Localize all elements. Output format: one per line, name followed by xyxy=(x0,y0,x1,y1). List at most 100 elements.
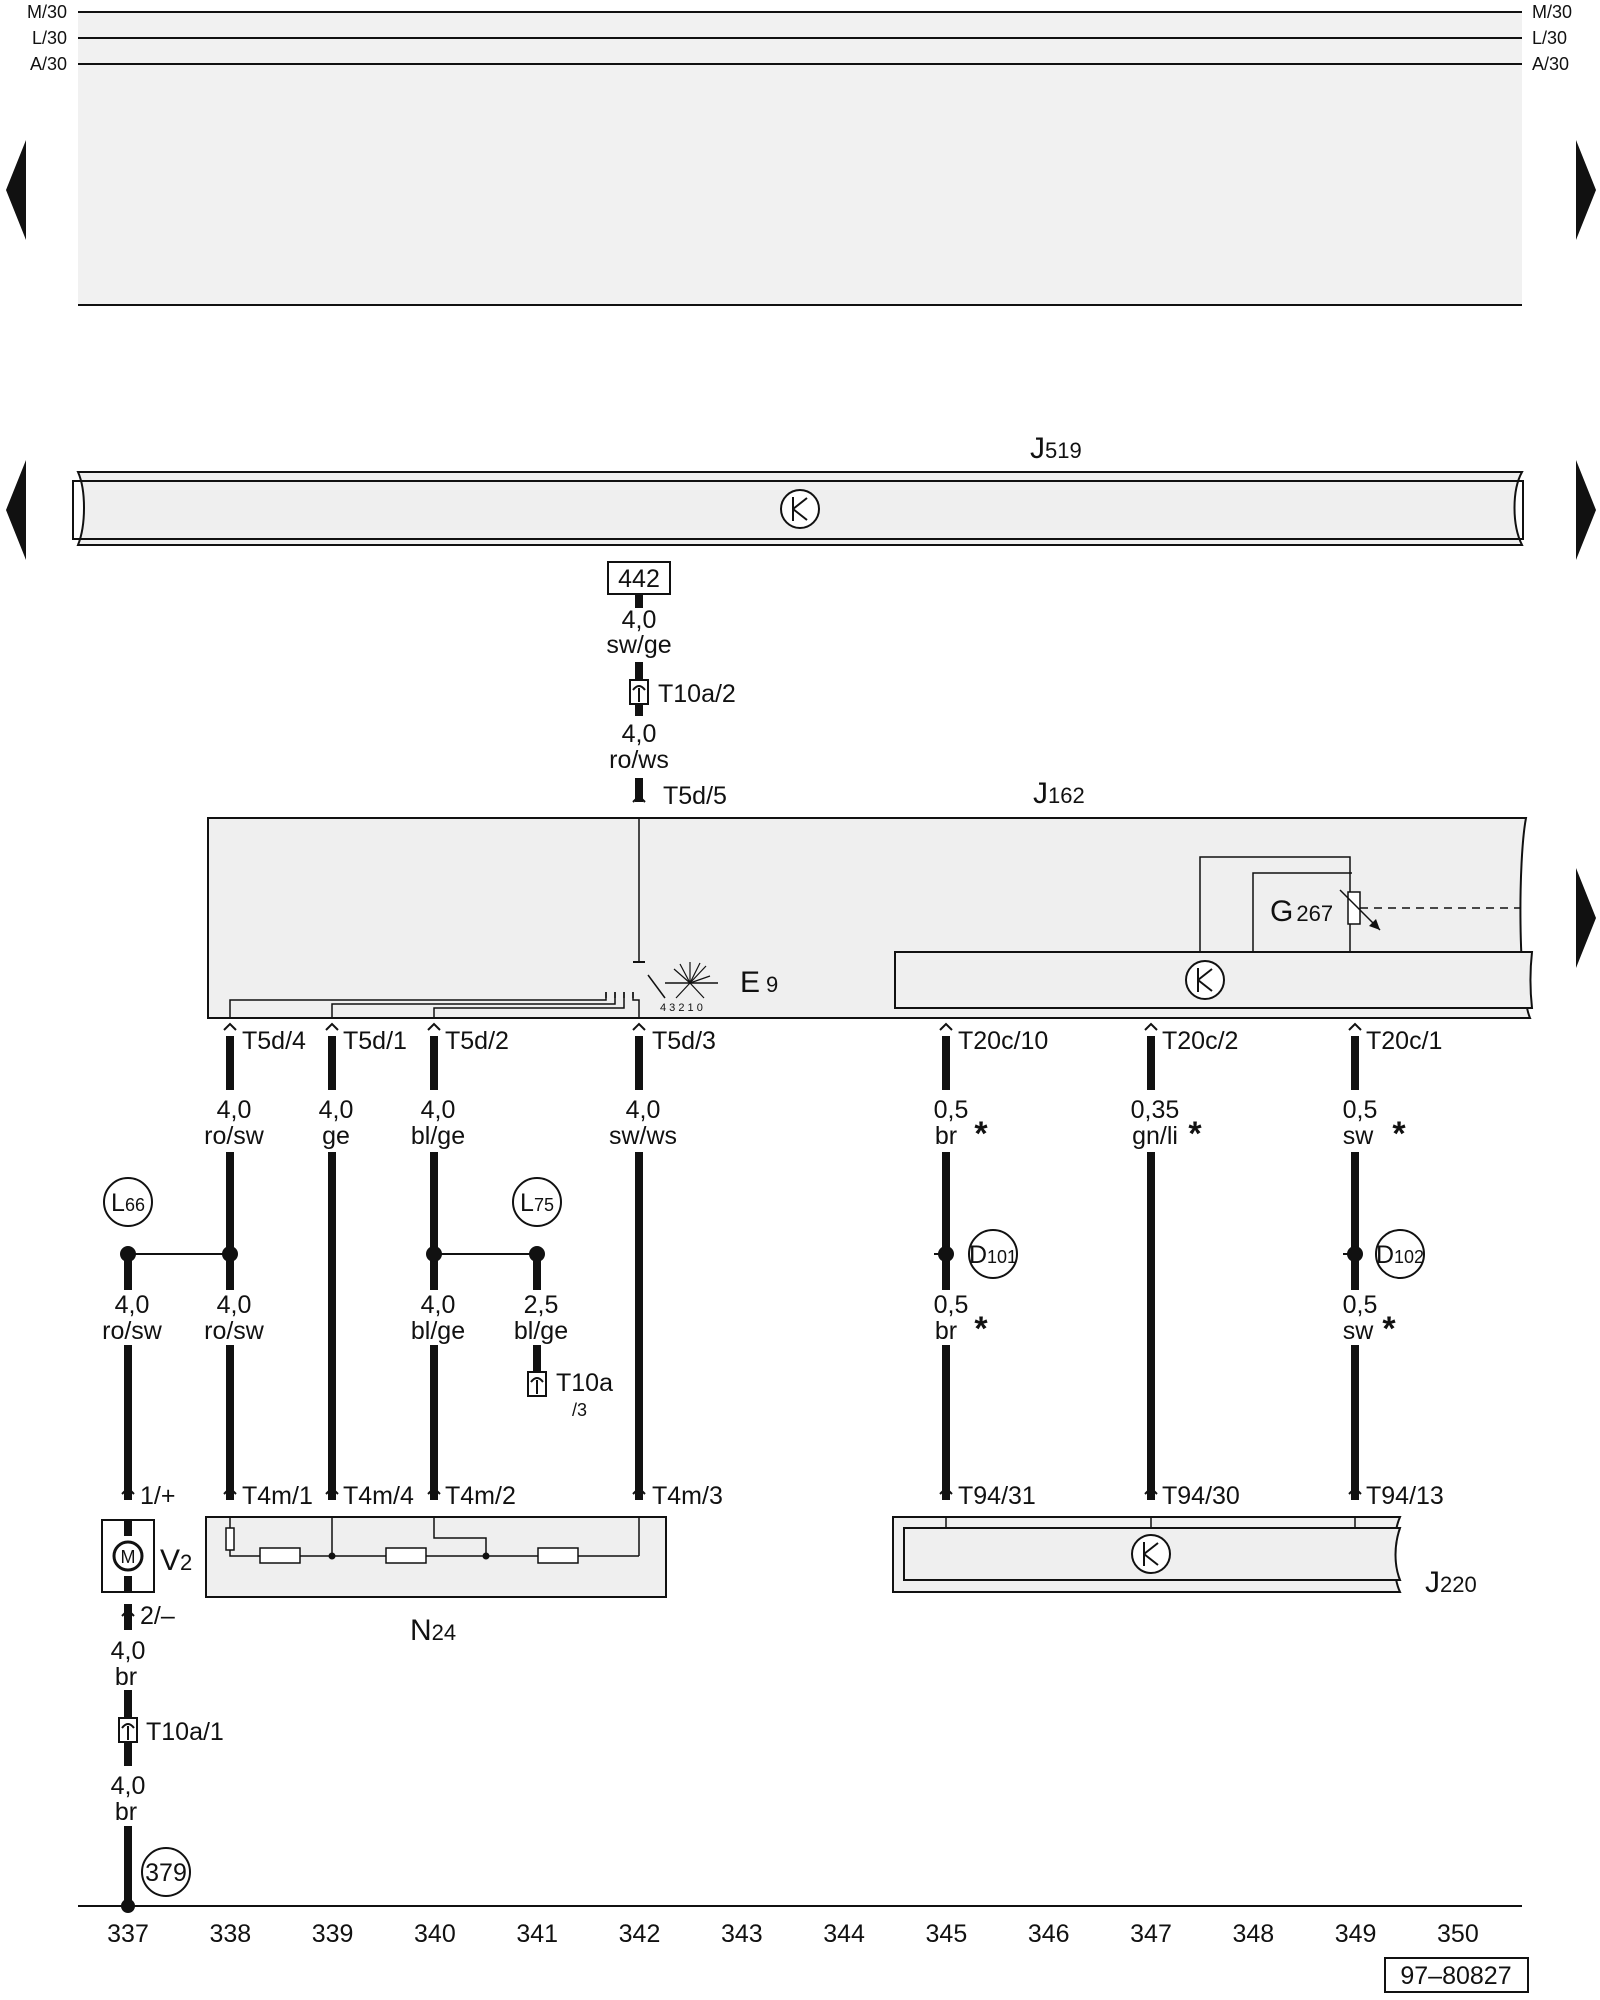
ground-path-337: 4,0 br T10a/1 4,0 br 379 xyxy=(111,1604,224,1913)
pin-arrow-icon xyxy=(1348,1022,1362,1031)
continue-left-arrow-icon xyxy=(6,140,26,240)
wire-track-345: 0,5 br * 0,5 br * xyxy=(934,1036,988,1500)
continue-right-arrow-icon xyxy=(1576,140,1596,240)
wire-size: 0,5 xyxy=(1343,1291,1378,1319)
pin-arrow-icon xyxy=(939,1022,953,1031)
connector-t4m-1: T4m/1 xyxy=(242,1482,313,1510)
v2-pin-pos: 1/+ xyxy=(140,1482,175,1510)
wire-color: bl/ge xyxy=(411,1122,465,1150)
n24-label: N24 xyxy=(410,1614,456,1647)
connector-t94-13: T94/13 xyxy=(1366,1482,1444,1510)
wire-color: ro/ws xyxy=(609,746,669,774)
track-number: 341 xyxy=(516,1920,558,1948)
branch-l66: L66 4,0 ro/sw xyxy=(102,1177,238,1500)
connection-d101: D101 xyxy=(968,1229,1018,1279)
figure-id: 97–80827 xyxy=(1400,1962,1511,1990)
svg-text:L75: L75 xyxy=(520,1189,554,1217)
e9-scale: 4 3 2 1 0 xyxy=(660,1002,703,1014)
asterisk: * xyxy=(974,1310,988,1348)
wire-size: 0,5 xyxy=(934,1291,969,1319)
connector-t4m-4: T4m/4 xyxy=(343,1482,414,1510)
series-resistor-n24: N24 xyxy=(205,1516,667,1647)
motor-icon: M xyxy=(121,1547,136,1567)
wire-color: bl/ge xyxy=(411,1317,465,1345)
j519-label: J519 xyxy=(1030,432,1082,465)
wire-size: 4,0 xyxy=(217,1291,252,1319)
track-number: 349 xyxy=(1335,1920,1377,1948)
pin-arrow-icon xyxy=(223,1022,237,1031)
j220-label: J220 xyxy=(1425,1566,1477,1599)
track-number: 347 xyxy=(1130,1920,1172,1948)
track-number: 345 xyxy=(926,1920,968,1948)
wire-size: 0,5 xyxy=(934,1096,969,1124)
wire-size: 4,0 xyxy=(115,1291,150,1319)
track-number: 350 xyxy=(1437,1920,1479,1948)
connector-t94-30: T94/30 xyxy=(1162,1482,1240,1510)
wire-size: 4,0 xyxy=(217,1096,252,1124)
connector-t4m-2: T4m/2 xyxy=(445,1482,516,1510)
pin-arrow-icon xyxy=(1144,1022,1158,1031)
figure-id-box: 97–80827 xyxy=(1384,1957,1529,1993)
wire-size: 4,0 xyxy=(421,1096,456,1124)
wire-color: br xyxy=(115,1798,137,1826)
wire-size: 4,0 xyxy=(111,1637,146,1665)
v2-label: V2 xyxy=(160,1544,192,1577)
bus-label-m30-right: M/30 xyxy=(1532,2,1572,22)
continue-right-arrow-icon xyxy=(1576,460,1596,560)
wire-size: 0,5 xyxy=(1343,1096,1378,1124)
svg-text:L66: L66 xyxy=(111,1189,145,1217)
svg-text:D102: D102 xyxy=(1376,1241,1424,1269)
track-number: 342 xyxy=(619,1920,661,1948)
wire-size: 4,0 xyxy=(626,1096,661,1124)
wire-color: ro/sw xyxy=(204,1122,265,1150)
track-number: 339 xyxy=(312,1920,354,1948)
wire-color: br xyxy=(935,1317,957,1345)
connector-t5d-2: T5d/2 xyxy=(445,1027,509,1055)
control-unit-j519: J519 xyxy=(72,432,1524,546)
ref-442: 442 xyxy=(618,565,660,593)
connector-t10a-2: T10a/2 xyxy=(658,680,736,708)
bus-label-l30-right: L/30 xyxy=(1532,28,1567,48)
wire-track-349: 0,5 sw * 0,5 sw * xyxy=(1343,1036,1406,1500)
bus-label-l30-left: L/30 xyxy=(32,28,67,48)
wire-color: ro/sw xyxy=(102,1317,163,1345)
track-number: 343 xyxy=(721,1920,763,1948)
connector-t5d-3: T5d/3 xyxy=(652,1027,716,1055)
wire-color: br xyxy=(115,1663,137,1691)
electronics-symbol-icon xyxy=(1197,968,1213,992)
bus-label-a30-right: A/30 xyxy=(1532,54,1569,74)
connector-t5d-4: T5d/4 xyxy=(242,1027,306,1055)
control-unit-j220: J220 xyxy=(892,1516,1477,1599)
ref-379: 379 xyxy=(145,1859,187,1887)
power-bus: M/30 L/30 A/30 M/30 L/30 A/30 xyxy=(27,2,1572,306)
wire-track-339: 4,0 ge xyxy=(319,1036,353,1500)
feed-442-wire: 442 4,0 sw/ge T10a/2 4,0 ro/ws T5d/5 xyxy=(606,561,736,810)
wire-color: sw xyxy=(1343,1122,1375,1150)
electronics-symbol-icon xyxy=(1143,1542,1159,1566)
wire-color: ge xyxy=(322,1122,350,1150)
track-number: 340 xyxy=(414,1920,456,1948)
connector-t20c-10: T20c/10 xyxy=(958,1027,1048,1055)
asterisk: * xyxy=(1188,1115,1202,1153)
track-number: 337 xyxy=(107,1920,149,1948)
wire-size: 4,0 xyxy=(421,1291,456,1319)
branch-l75: L75 2,5 bl/ge T10a /3 xyxy=(426,1177,613,1420)
continue-left-arrow-icon xyxy=(6,460,26,560)
pin-arrow-icon xyxy=(325,1022,339,1031)
wire-size: 0,35 xyxy=(1131,1096,1180,1124)
track-number: 346 xyxy=(1028,1920,1070,1948)
wire-track-340: 4,0 bl/ge 4,0 bl/ge xyxy=(411,1036,465,1500)
pin-arrow-icon xyxy=(427,1022,441,1031)
wire-track-347: 0,35 gn/li * xyxy=(1131,1036,1202,1500)
continue-right-arrow-icon xyxy=(1576,868,1596,968)
track-number: 348 xyxy=(1232,1920,1274,1948)
wire-color: sw/ws xyxy=(609,1122,677,1150)
motor-v2: M V2 xyxy=(101,1519,192,1593)
track-number: 338 xyxy=(209,1920,251,1948)
bus-label-m30-left: M/30 xyxy=(27,2,67,22)
